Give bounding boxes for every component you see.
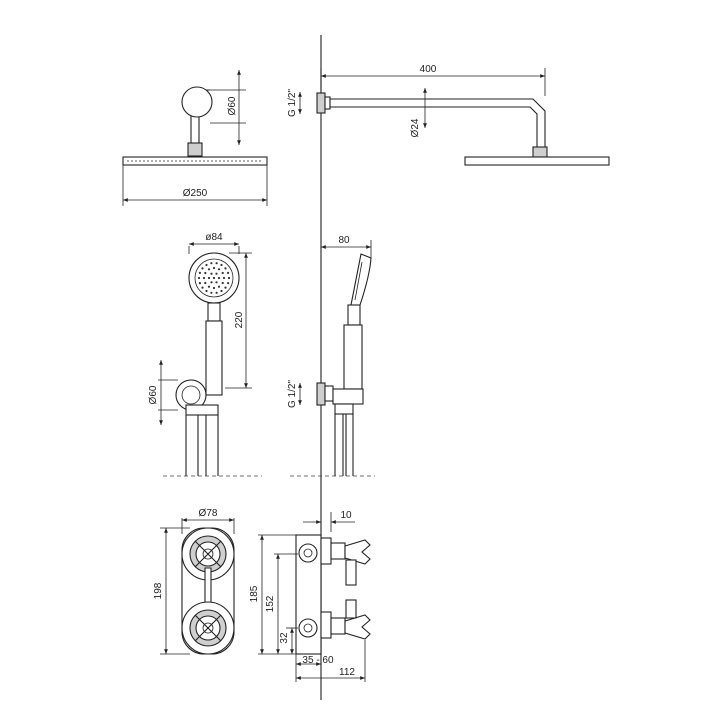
label-hand-head-diameter: ø84 <box>205 232 223 243</box>
label-hand-length: 220 <box>234 311 245 328</box>
label-side-range: 35 - 60 <box>302 655 334 666</box>
nozzle-dot <box>221 271 224 275</box>
nozzle-dot <box>227 276 231 280</box>
nozzle-dot <box>201 286 204 289</box>
hand-shower-front-view: ø84 220 Ø60 <box>148 232 252 476</box>
label-side-32: 32 <box>279 632 290 644</box>
nozzle-dot <box>215 281 218 284</box>
label-valve-depth: 10 <box>340 510 352 521</box>
label-head-diameter: Ø250 <box>183 188 208 199</box>
label-holder-diameter: Ø60 <box>148 385 159 404</box>
nozzle-dot <box>201 267 204 270</box>
rain-shower-side-view: 400 Ø24 G 1/2" <box>287 64 610 166</box>
nozzle-dot <box>217 276 221 280</box>
nozzle-dot <box>204 281 207 285</box>
nozzle-dot <box>220 289 223 293</box>
nozzle-dot <box>224 267 227 270</box>
label-arm-length: 400 <box>420 64 437 75</box>
nozzle-dot <box>198 282 201 285</box>
nozzle-dot <box>207 268 211 271</box>
nozzle-dot <box>207 276 211 280</box>
label-hand-offset: 80 <box>338 235 350 246</box>
nozzle-dot <box>210 281 213 284</box>
nozzle-dot <box>217 285 221 288</box>
nozzle-dot <box>207 285 211 288</box>
rain-shower-front-view: Ø250 Ø60 <box>122 70 268 206</box>
nozzle-dot <box>215 262 218 265</box>
label-valve-height: 198 <box>153 582 164 599</box>
hand-shower-side-view: 80 G 1/2" <box>287 235 372 476</box>
label-side-185: 185 <box>249 585 260 602</box>
label-head-depth: Ø60 <box>227 96 238 115</box>
label-side-width: 112 <box>339 667 355 678</box>
nozzle-dot <box>198 271 201 274</box>
nozzle-dot <box>227 271 230 274</box>
nozzle-dot <box>215 291 218 294</box>
nozzle-dot <box>215 272 218 275</box>
nozzle-dot <box>197 276 201 280</box>
nozzle-dot <box>224 286 227 289</box>
label-side-152: 152 <box>265 595 276 612</box>
nozzle-dot <box>227 282 230 285</box>
nozzle-dot <box>222 276 226 280</box>
nozzle-dot <box>212 266 216 270</box>
label-arm-diameter: Ø24 <box>410 118 421 137</box>
nozzle-dot <box>205 289 208 293</box>
nozzle-dot <box>205 263 208 267</box>
nozzle-dot <box>204 271 207 275</box>
nozzle-dot <box>202 276 206 280</box>
nozzle-dot <box>220 263 223 267</box>
nozzle-dot <box>212 276 216 280</box>
nozzle-dot <box>210 291 213 294</box>
nozzle-dot <box>210 262 213 265</box>
nozzle-dot <box>221 281 224 285</box>
valve-side-view: 10 185 152 32 35 - 60 112 <box>249 510 371 682</box>
nozzle-dot <box>212 286 216 290</box>
nozzle-dot <box>217 268 221 271</box>
label-thread-top: G 1/2" <box>287 89 298 117</box>
label-valve-diameter: Ø78 <box>199 508 218 519</box>
label-thread-mid: G 1/2" <box>287 380 298 408</box>
nozzle-dot <box>210 272 213 275</box>
valve-front-view: Ø78 198 <box>153 508 235 655</box>
